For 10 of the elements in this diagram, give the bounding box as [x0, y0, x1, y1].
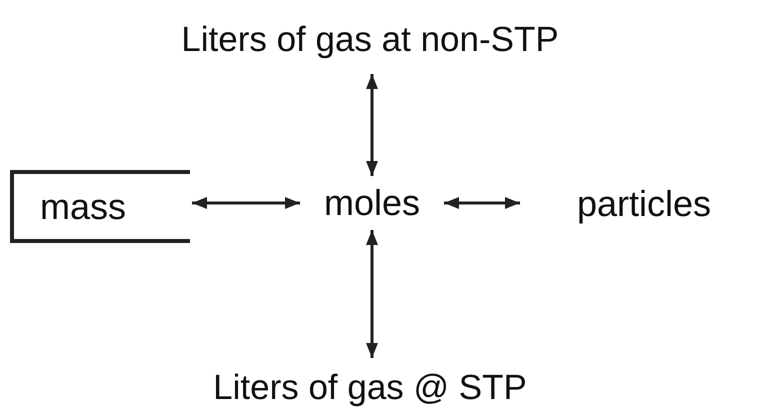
double-arrow: [366, 230, 378, 358]
bracket-box: [10, 170, 190, 243]
node-label: mass: [40, 186, 126, 228]
double-arrow: [444, 197, 520, 209]
node-label: Liters of gas at non-STP: [181, 20, 559, 60]
node-label: moles: [324, 182, 420, 224]
double-arrow: [192, 197, 300, 209]
node-label: particles: [576, 183, 712, 225]
double-arrow: [366, 74, 378, 176]
node-label: Liters of gas @ STP: [213, 368, 527, 408]
